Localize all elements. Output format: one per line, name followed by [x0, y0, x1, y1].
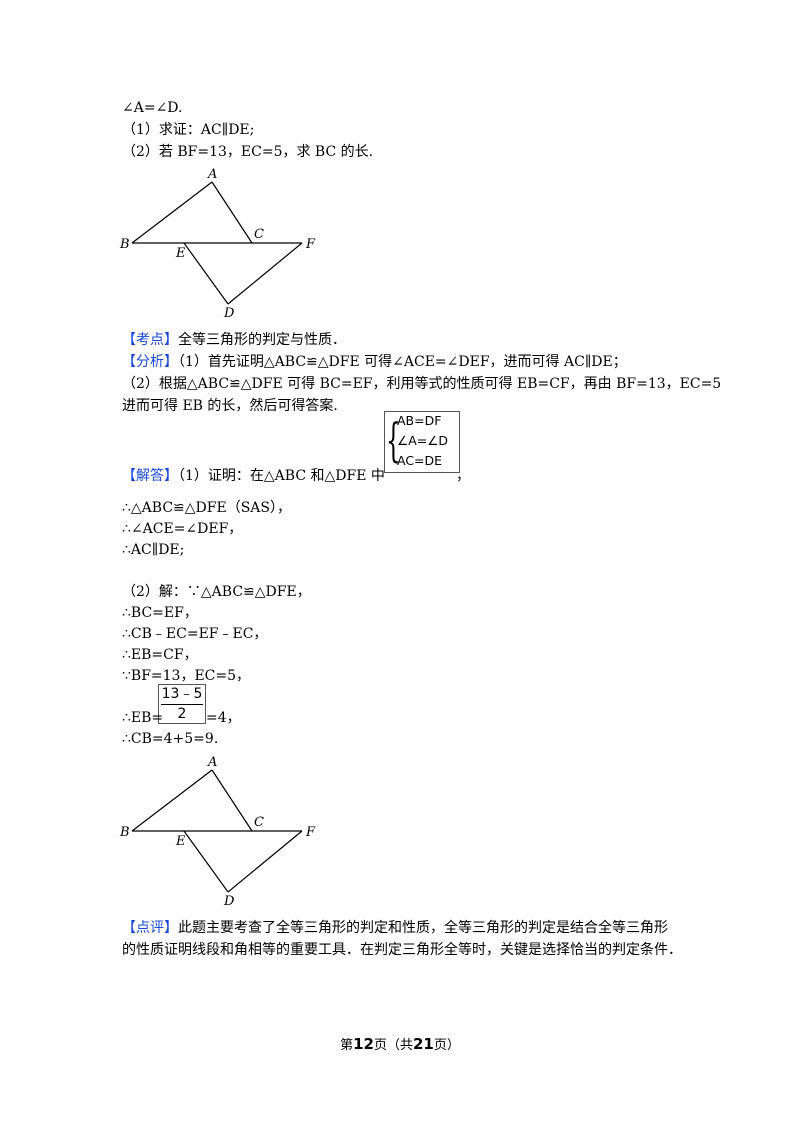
- fenxi-line-3: 进而可得 EB 的长，然后可得答案.: [122, 398, 338, 414]
- fenxi-line-2: （2）根据△ABC≌△DFE 可得 BC=EF，利用等式的性质可得 EB=CF，…: [122, 376, 722, 392]
- fenxi-text-1: （1）首先证明△ABC≌△DFE 可得∠ACE=∠DEF，进而可得 AC∥DE；: [178, 354, 627, 370]
- footer-mid: 页（共: [373, 1038, 413, 1053]
- footer-post: 页）: [433, 1038, 460, 1053]
- kaodian-text: 全等三角形的判定与性质．: [178, 332, 346, 348]
- kaodian-tag: 【考点】: [122, 332, 178, 348]
- label-f: F: [305, 825, 316, 840]
- label-c: C: [254, 227, 264, 242]
- jieda-intro: （1）证明：在△ABC 和△DFE 中: [178, 468, 385, 484]
- label-c: C: [254, 815, 264, 830]
- problem-line-3: （2）若 BF=13，EC=5，求 BC 的长.: [122, 144, 374, 160]
- dianping-text-1: 此题主要考查了全等三角形的判定和性质，全等三角形的判定是结合全等三角形: [178, 920, 668, 936]
- dianping-line-1: 【点评】此题主要考查了全等三角形的判定和性质，全等三角形的判定是结合全等三角形: [122, 918, 668, 938]
- proof-line-2: ∴∠ACE=∠DEF，: [122, 521, 243, 537]
- jieda-tag: 【解答】: [122, 468, 178, 484]
- system-row-1: AB=DF: [397, 413, 442, 428]
- dianping-line-2: 的性质证明线段和角相等的重要工具．在判定三角形全等时，关键是选择恰当的判定条件．: [122, 942, 682, 958]
- solution-line-6: ∴CB=4+5=9.: [122, 731, 219, 747]
- solution-line-4: ∵BF=13，EC=5，: [122, 668, 251, 684]
- footer-pre: 第: [340, 1038, 354, 1053]
- solution-line-0: （2）解：∵△ABC≌△DFE，: [122, 584, 311, 600]
- label-d: D: [223, 306, 235, 321]
- label-e: E: [175, 834, 186, 849]
- label-d: D: [223, 894, 235, 909]
- dianping-tag: 【点评】: [122, 920, 178, 936]
- solution-line-2: ∴CB﹣EC=EF﹣EC，: [122, 626, 268, 642]
- fraction-bar: [161, 704, 203, 705]
- label-a: A: [207, 167, 217, 182]
- jieda-intro-line: 【解答】（1）证明：在△ABC 和△DFE 中: [122, 466, 385, 486]
- triangle-figure-2: A B C E F D: [119, 755, 316, 909]
- kaodian-line: 【考点】全等三角形的判定与性质．: [122, 330, 346, 350]
- label-b: B: [119, 237, 130, 252]
- page-footer: 第12页（共21页）: [0, 1034, 800, 1053]
- equation-system: { AB=DF ∠A=∠D AC=DE: [384, 411, 460, 473]
- proof-line-1: ∴△ABC≌△DFE（SAS），: [122, 500, 291, 516]
- system-row-2: ∠A=∠D: [397, 433, 449, 448]
- solution-line-1: ∴BC=EF，: [122, 605, 198, 621]
- system-row-3: AC=DE: [397, 453, 443, 468]
- fraction-denominator: 2: [177, 706, 187, 722]
- solution-line-3: ∴EB=CF，: [122, 647, 198, 663]
- solution-line-5-suffix: =4，: [206, 710, 241, 726]
- label-e: E: [175, 246, 186, 261]
- problem-line-1: ∠A=∠D.: [122, 100, 183, 116]
- fraction-numerator: 13﹣5: [161, 686, 203, 702]
- fenxi-tag: 【分析】: [122, 354, 178, 370]
- proof-line-3: ∴AC∥DE;: [122, 542, 185, 558]
- problem-line-2: （1）求证：AC∥DE;: [122, 122, 255, 138]
- jieda-intro-end: ，: [456, 468, 470, 484]
- label-f: F: [305, 237, 316, 252]
- label-b: B: [119, 825, 130, 840]
- triangle-figure-1: A B C E F D: [119, 167, 316, 321]
- footer-total-pages: 21: [413, 1035, 434, 1053]
- solution-line-5-prefix: ∴EB=: [122, 710, 164, 726]
- fraction-box: 13﹣5 2: [158, 684, 206, 724]
- label-a: A: [207, 755, 217, 770]
- fenxi-line-1: 【分析】（1）首先证明△ABC≌△DFE 可得∠ACE=∠DEF，进而可得 AC…: [122, 352, 627, 372]
- footer-page-number: 12: [353, 1035, 374, 1053]
